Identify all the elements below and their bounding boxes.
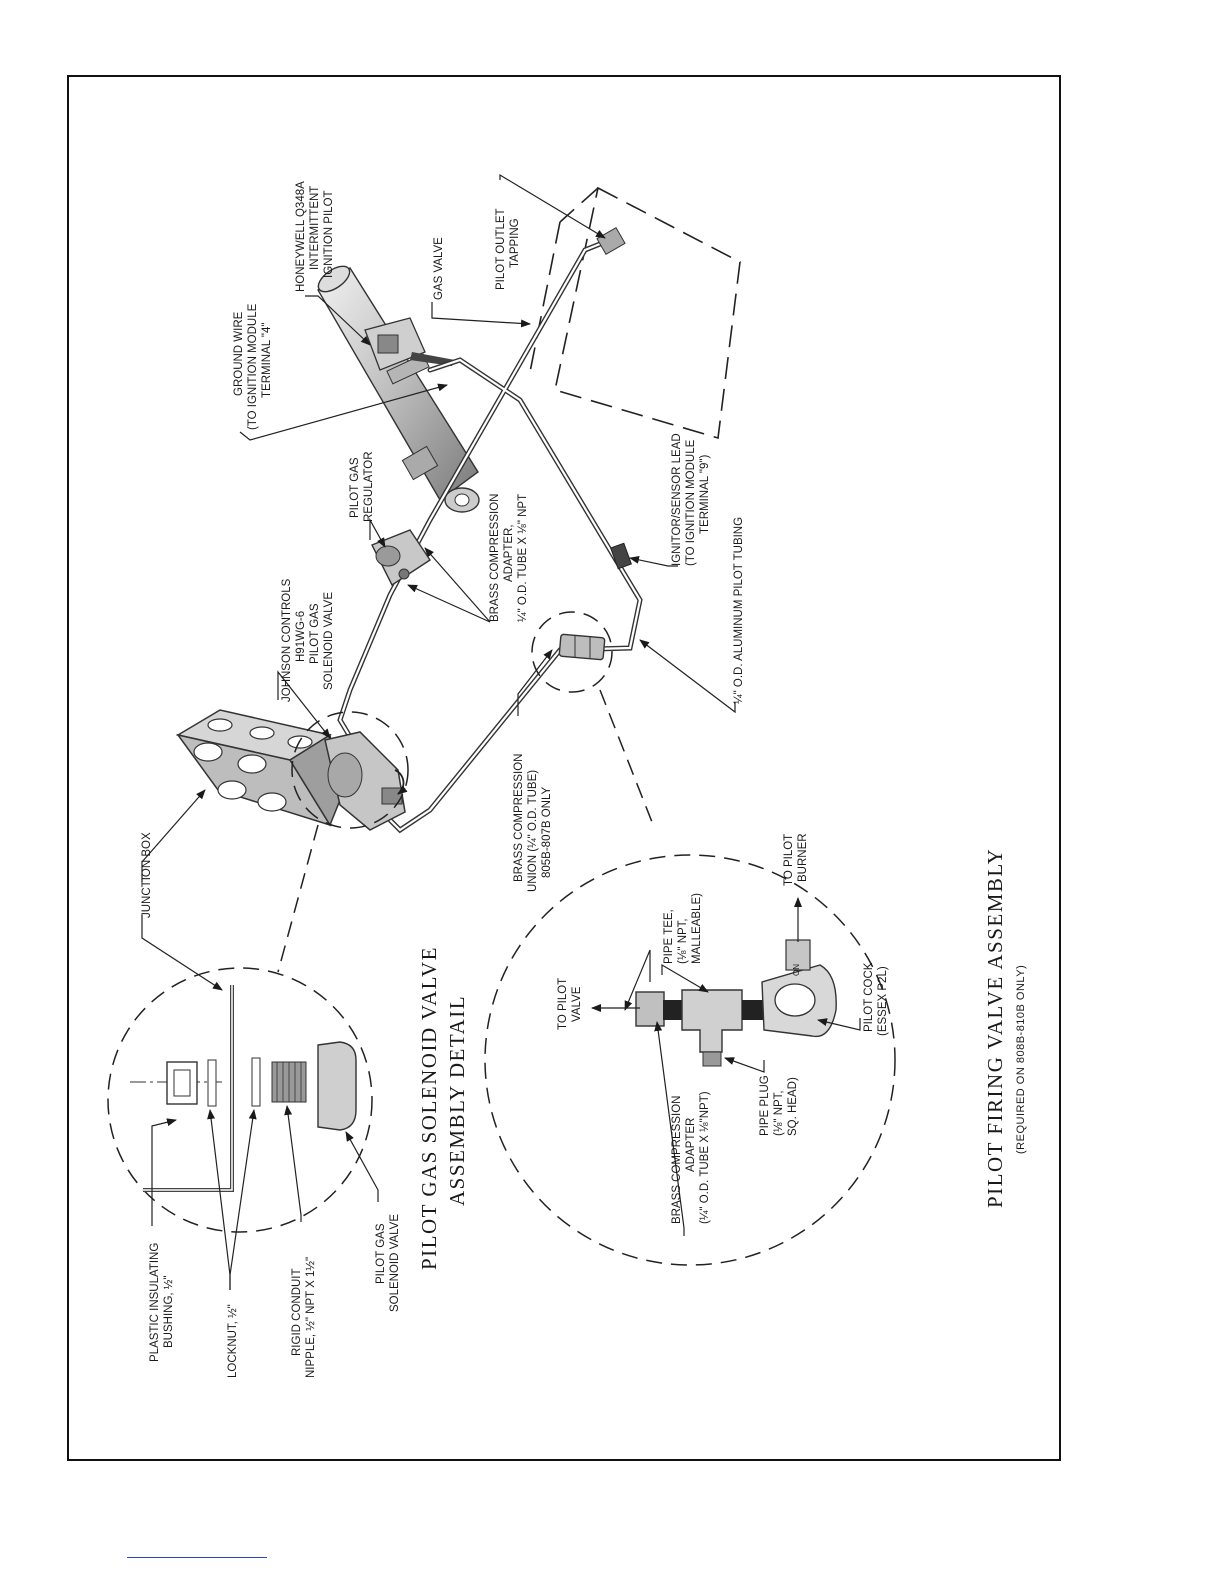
svg-text:RIGID CONDUIT: RIGID CONDUIT <box>291 1268 303 1356</box>
label-locknut: LOCKNUT, ½" <box>227 1304 239 1378</box>
junction-box <box>175 709 341 827</box>
label-pilot-gas-regulator: PILOT GAS REGULATOR <box>349 451 375 522</box>
svg-text:INTERMITTENT: INTERMITTENT <box>309 186 321 270</box>
svg-text:(ESSEX P2L): (ESSEX P2L) <box>877 966 889 1036</box>
burner-tube <box>317 265 480 513</box>
svg-text:BRASS COMPRESSION: BRASS COMPRESSION <box>671 1096 683 1224</box>
svg-text:805B-807B ONLY: 805B-807B ONLY <box>541 786 553 878</box>
label-gas-valve: GAS VALVE <box>433 237 445 300</box>
label-pipe-plug: PIPE PLUG (⅛" NPT, SQ. HEAD) <box>759 1075 799 1136</box>
label-honeywell: HONEYWELL Q348A INTERMITTENT IGNITION PI… <box>295 181 335 292</box>
svg-text:TO PILOT: TO PILOT <box>783 834 795 886</box>
label-pipe-tee: PIPE TEE, (⅛" NPT, MALLEABLE) <box>663 893 703 964</box>
pilot-firing-valve-detail <box>635 939 837 1067</box>
label-to-pilot-valve: TO PILOT VALVE <box>557 978 583 1030</box>
svg-text:GROUND WIRE: GROUND WIRE <box>233 311 245 396</box>
label-junction-box: JUNCTION BOX <box>141 832 153 918</box>
svg-text:PILOT GAS SOLENOID VALVE: PILOT GAS SOLENOID VALVE <box>417 946 441 1270</box>
svg-text:MALLEABLE): MALLEABLE) <box>691 893 703 964</box>
pilot-outlet-fitting <box>596 227 626 255</box>
svg-text:(⅛" NPT,: (⅛" NPT, <box>677 918 689 964</box>
svg-text:ASSEMBLY DETAIL: ASSEMBLY DETAIL <box>445 995 469 1206</box>
svg-text:PLASTIC INSULATING: PLASTIC INSULATING <box>149 1243 161 1362</box>
leader-lines <box>141 173 861 1290</box>
svg-text:H91WG-6: H91WG-6 <box>295 611 307 662</box>
svg-text:ADAPTER,: ADAPTER, <box>503 524 515 582</box>
label-aluminum-pilot-tubing: ¼" O.D. ALUMINUM PILOT TUBING <box>733 517 745 704</box>
svg-text:(TO IGNITION MODULE: (TO IGNITION MODULE <box>247 303 259 430</box>
svg-text:NIPPLE, ½" NPT X 1½": NIPPLE, ½" NPT X 1½" <box>305 1257 317 1378</box>
label-pilot-outlet-tapping: PILOT OUTLET TAPPING <box>495 208 521 290</box>
svg-text:BURNER: BURNER <box>797 833 809 882</box>
svg-text:PILOT FIRING VALVE ASSEMBLY: PILOT FIRING VALVE ASSEMBLY <box>983 848 1007 1208</box>
svg-text:PILOT GAS: PILOT GAS <box>309 603 321 664</box>
footer-link-underline <box>127 1557 267 1558</box>
svg-text:TERMINAL "4": TERMINAL "4" <box>261 323 273 398</box>
svg-text:HONEYWELL Q348A: HONEYWELL Q348A <box>295 181 307 292</box>
solenoid-assembly-detail <box>130 985 357 1192</box>
svg-text:BUSHING, ½": BUSHING, ½" <box>163 1276 175 1348</box>
svg-text:JUNCTION BOX: JUNCTION BOX <box>141 832 153 918</box>
svg-text:(⅛" NPT,: (⅛" NPT, <box>773 1090 785 1136</box>
ignitor-lead-connector <box>610 542 632 570</box>
gas-valve-box <box>529 186 741 440</box>
label-johnson-controls: JOHNSON CONTROLS H91WG-6 PILOT GAS SOLEN… <box>281 578 335 702</box>
svg-text:SOLENOID VALVE: SOLENOID VALVE <box>323 592 335 690</box>
svg-text:PIPE TEE,: PIPE TEE, <box>663 909 675 964</box>
honeywell-ignition-pilot <box>364 317 455 385</box>
svg-text:PILOT COCK: PILOT COCK <box>863 962 875 1032</box>
svg-text:VALVE: VALVE <box>571 986 583 1022</box>
svg-text:JOHNSON CONTROLS: JOHNSON CONTROLS <box>281 578 293 702</box>
svg-text:GAS VALVE: GAS VALVE <box>433 237 445 300</box>
brass-compression-union <box>558 633 606 661</box>
svg-text:ON: ON <box>792 964 801 976</box>
svg-text:BRASS COMPRESSION: BRASS COMPRESSION <box>513 754 525 882</box>
label-cock-on: ON <box>792 964 801 976</box>
svg-text:TERMINAL "9"): TERMINAL "9") <box>699 455 711 534</box>
svg-text:TAPPING: TAPPING <box>509 218 521 268</box>
label-brass-compression-union: BRASS COMPRESSION UNION (¼" O.D. TUBE) 8… <box>513 754 553 892</box>
svg-text:(¼" O.D. TUBE X ⅛"NPT): (¼" O.D. TUBE X ⅛"NPT) <box>699 1091 711 1224</box>
svg-text:TO PILOT: TO PILOT <box>557 978 569 1030</box>
svg-text:LOCKNUT, ½": LOCKNUT, ½" <box>227 1304 239 1378</box>
detail-circle-solenoid <box>107 711 409 1233</box>
label-brass-compression-adapter: BRASS COMPRESSION ADAPTER, ¼" O.D. TUBE … <box>489 494 529 622</box>
rotation-arrow <box>394 769 408 795</box>
label-ground-wire: GROUND WIRE (TO IGNITION MODULE TERMINAL… <box>233 303 273 430</box>
svg-text:(REQUIRED ON 808B-810B ONLY): (REQUIRED ON 808B-810B ONLY) <box>1015 965 1027 1154</box>
svg-text:BRASS COMPRESSION: BRASS COMPRESSION <box>489 494 501 622</box>
johnson-controls-solenoid-valve <box>324 731 406 831</box>
svg-text:PIPE PLUG: PIPE PLUG <box>759 1075 771 1136</box>
svg-text:PILOT GAS: PILOT GAS <box>375 1223 387 1284</box>
pilot-gas-regulator <box>371 529 431 587</box>
label-plastic-insulating-bushing: PLASTIC INSULATING BUSHING, ½" <box>149 1243 175 1362</box>
svg-text:SQ. HEAD): SQ. HEAD) <box>787 1077 799 1136</box>
title-pilot-gas-solenoid-valve: PILOT GAS SOLENOID VALVE ASSEMBLY DETAIL <box>417 946 469 1270</box>
drawing-frame <box>67 75 1061 1461</box>
label-pilot-gas-solenoid-valve: PILOT GAS SOLENOID VALVE <box>375 1214 401 1312</box>
svg-text:SOLENOID VALVE: SOLENOID VALVE <box>389 1214 401 1312</box>
title-pilot-firing-valve-assembly: PILOT FIRING VALVE ASSEMBLY (REQUIRED ON… <box>983 848 1027 1208</box>
label-ignitor-sensor-lead: IGNITOR/SENSOR LEAD (TO IGNITION MODULE … <box>671 433 711 566</box>
svg-text:IGNITOR/SENSOR LEAD: IGNITOR/SENSOR LEAD <box>671 433 683 566</box>
svg-text:¼" O.D. TUBE X ⅛" NPT: ¼" O.D. TUBE X ⅛" NPT <box>517 494 529 622</box>
svg-text:PILOT GAS: PILOT GAS <box>349 457 361 518</box>
svg-text:IGNITION PILOT: IGNITION PILOT <box>323 190 335 278</box>
svg-text:ADAPTER: ADAPTER <box>685 1118 697 1172</box>
svg-text:REGULATOR: REGULATOR <box>363 451 375 522</box>
label-rigid-conduit-nipple: RIGID CONDUIT NIPPLE, ½" NPT X 1½" <box>291 1257 317 1378</box>
detail-circle-union <box>484 611 896 1266</box>
svg-text:PILOT OUTLET: PILOT OUTLET <box>495 208 507 290</box>
label-brass-adapter-detail: BRASS COMPRESSION ADAPTER (¼" O.D. TUBE … <box>671 1091 711 1224</box>
svg-text:UNION (¼" O.D. TUBE): UNION (¼" O.D. TUBE) <box>527 770 539 892</box>
label-pilot-cock: PILOT COCK (ESSEX P2L) <box>863 962 889 1036</box>
svg-text:¼" O.D. ALUMINUM PILOT TUBING: ¼" O.D. ALUMINUM PILOT TUBING <box>733 517 745 704</box>
svg-text:(TO IGNITION MODULE: (TO IGNITION MODULE <box>685 439 697 566</box>
label-to-pilot-burner: TO PILOT BURNER <box>783 833 809 886</box>
